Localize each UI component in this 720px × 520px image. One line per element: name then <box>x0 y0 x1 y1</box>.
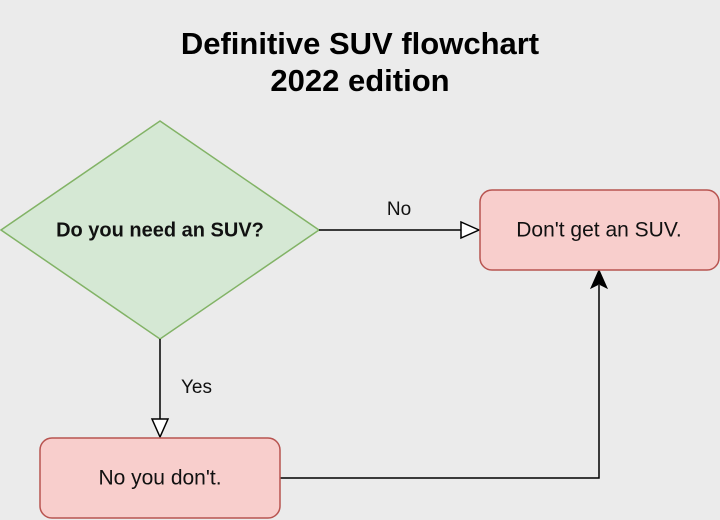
no-you-dont-label: No you don't. <box>98 467 221 490</box>
chart-title-line-2: 2022 edition <box>270 63 450 98</box>
edge-no-arrowhead <box>460 220 481 240</box>
edge-yes-arrowhead <box>150 418 170 439</box>
edge-connector-line <box>280 285 600 479</box>
dont-get-suv-box <box>479 189 720 271</box>
edge-yes-label: Yes <box>181 377 212 398</box>
decision-label: Do you need an SUV? <box>56 219 264 241</box>
dont-get-suv-label: Don't get an SUV. <box>516 219 682 242</box>
chart-title-line-1: Definitive SUV flowchart <box>180 26 540 61</box>
no-you-dont-box <box>39 437 281 519</box>
edge-no-label: No <box>387 199 411 220</box>
edge-connector-arrowhead <box>589 268 609 290</box>
